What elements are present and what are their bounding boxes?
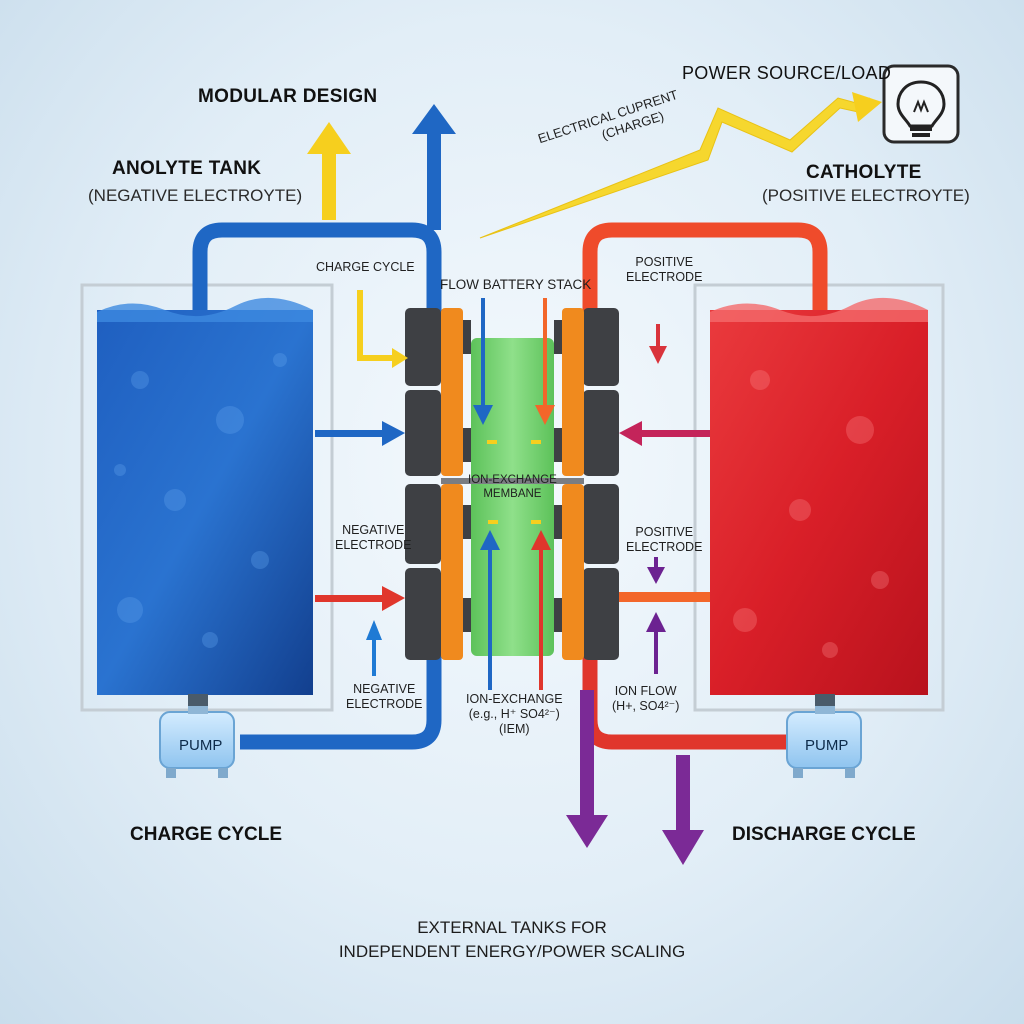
right-pump bbox=[786, 706, 862, 778]
positive-electrode-mid-label: POSITIVE ELECTRODE bbox=[626, 525, 702, 555]
positive-electrode-top-line1: POSITIVE bbox=[635, 255, 694, 269]
membrane-label: ION-EXCHANGE MEMBANE bbox=[468, 474, 557, 502]
positive-electrode-top-line2: ELECTRODE bbox=[626, 270, 703, 284]
ion-exchange-line1: ION-EXCHANGE bbox=[466, 692, 563, 706]
flow-battery-stack-label: FLOW BATTERY STACK bbox=[440, 277, 592, 292]
ion-flow-line1: ION FLOW bbox=[614, 684, 677, 698]
bottom-caption: EXTERNAL TANKS FOR INDEPENDENT ENERGY/PO… bbox=[0, 918, 1024, 963]
bottom-caption-line1: EXTERNAL TANKS FOR bbox=[417, 918, 607, 937]
negative-electrode-low-line2: ELECTRODE bbox=[346, 697, 423, 711]
modular-design-arrows bbox=[307, 104, 456, 230]
ion-exchange-line2: (e.g., H⁺ SO4²⁻) bbox=[468, 707, 560, 721]
positive-electrode-mid-line1: POSITIVE bbox=[635, 525, 694, 539]
anolyte-subtitle: (NEGATIVE ELECTROYTE) bbox=[88, 186, 303, 205]
discharge-cycle-label: DISCHARGE CYCLE bbox=[732, 824, 916, 845]
negative-electrode-mid-line2: ELECTRODE bbox=[335, 538, 412, 552]
modular-design-label: MODULAR DESIGN bbox=[198, 86, 378, 107]
catholyte-title: CATHOLYTE bbox=[806, 162, 922, 183]
power-source-label: POWER SOURCE/LOAD bbox=[682, 63, 892, 83]
ion-flow-line2: (H+, SO4²⁻) bbox=[612, 699, 680, 713]
discharge-arrows bbox=[566, 690, 704, 865]
ion-flow-label: ION FLOW (H+, SO4²⁻) bbox=[612, 684, 679, 714]
negative-electrode-low-line1: NEGATIVE bbox=[353, 682, 416, 696]
positive-electrode-mid-line2: ELECTRODE bbox=[626, 540, 703, 554]
bottom-caption-line2: INDEPENDENT ENERGY/POWER SCALING bbox=[338, 942, 686, 962]
flow-battery-stack bbox=[405, 308, 619, 660]
ion-exchange-line3: (IEM) bbox=[498, 722, 530, 736]
membrane-line1: ION-EXCHANGE bbox=[468, 474, 557, 486]
flow-arrows bbox=[315, 324, 710, 676]
membrane-line2: MEMBANE bbox=[483, 487, 542, 500]
negative-electrode-lower bbox=[441, 484, 463, 660]
anolyte-return-pipe bbox=[240, 605, 442, 750]
charge-cycle-top-label: CHARGE CYCLE bbox=[316, 260, 415, 274]
catholyte-subtitle: (POSITIVE ELECTROYTE) bbox=[762, 186, 970, 205]
charge-cycle-arrow bbox=[357, 290, 398, 361]
positive-electrode-top-label: POSITIVE ELECTRODE bbox=[626, 255, 702, 285]
charge-cycle-bottom-label: CHARGE CYCLE bbox=[130, 824, 283, 845]
anolyte-title: ANOLYTE TANK bbox=[112, 158, 262, 179]
catholyte-top-pipe bbox=[582, 222, 828, 360]
ion-exchange-label: ION-EXCHANGE (e.g., H⁺ SO4²⁻) (IEM) bbox=[466, 692, 563, 737]
negative-electrode-upper bbox=[441, 308, 463, 476]
positive-electrode-upper bbox=[562, 308, 584, 476]
anolyte-tank bbox=[80, 283, 334, 712]
negative-electrode-mid-line1: NEGATIVE bbox=[342, 523, 405, 537]
light-bulb-icon bbox=[882, 64, 960, 144]
left-pump bbox=[159, 706, 235, 778]
positive-electrode-lower bbox=[562, 484, 584, 660]
right-pump-label: PUMP bbox=[805, 737, 849, 754]
anolyte-top-pipe bbox=[192, 222, 442, 360]
catholyte-tank bbox=[693, 283, 945, 712]
negative-electrode-low-label: NEGATIVE ELECTRODE bbox=[346, 682, 422, 712]
negative-electrode-mid-label: NEGATIVE ELECTRODE bbox=[335, 523, 411, 553]
left-pump-label: PUMP bbox=[179, 737, 223, 754]
